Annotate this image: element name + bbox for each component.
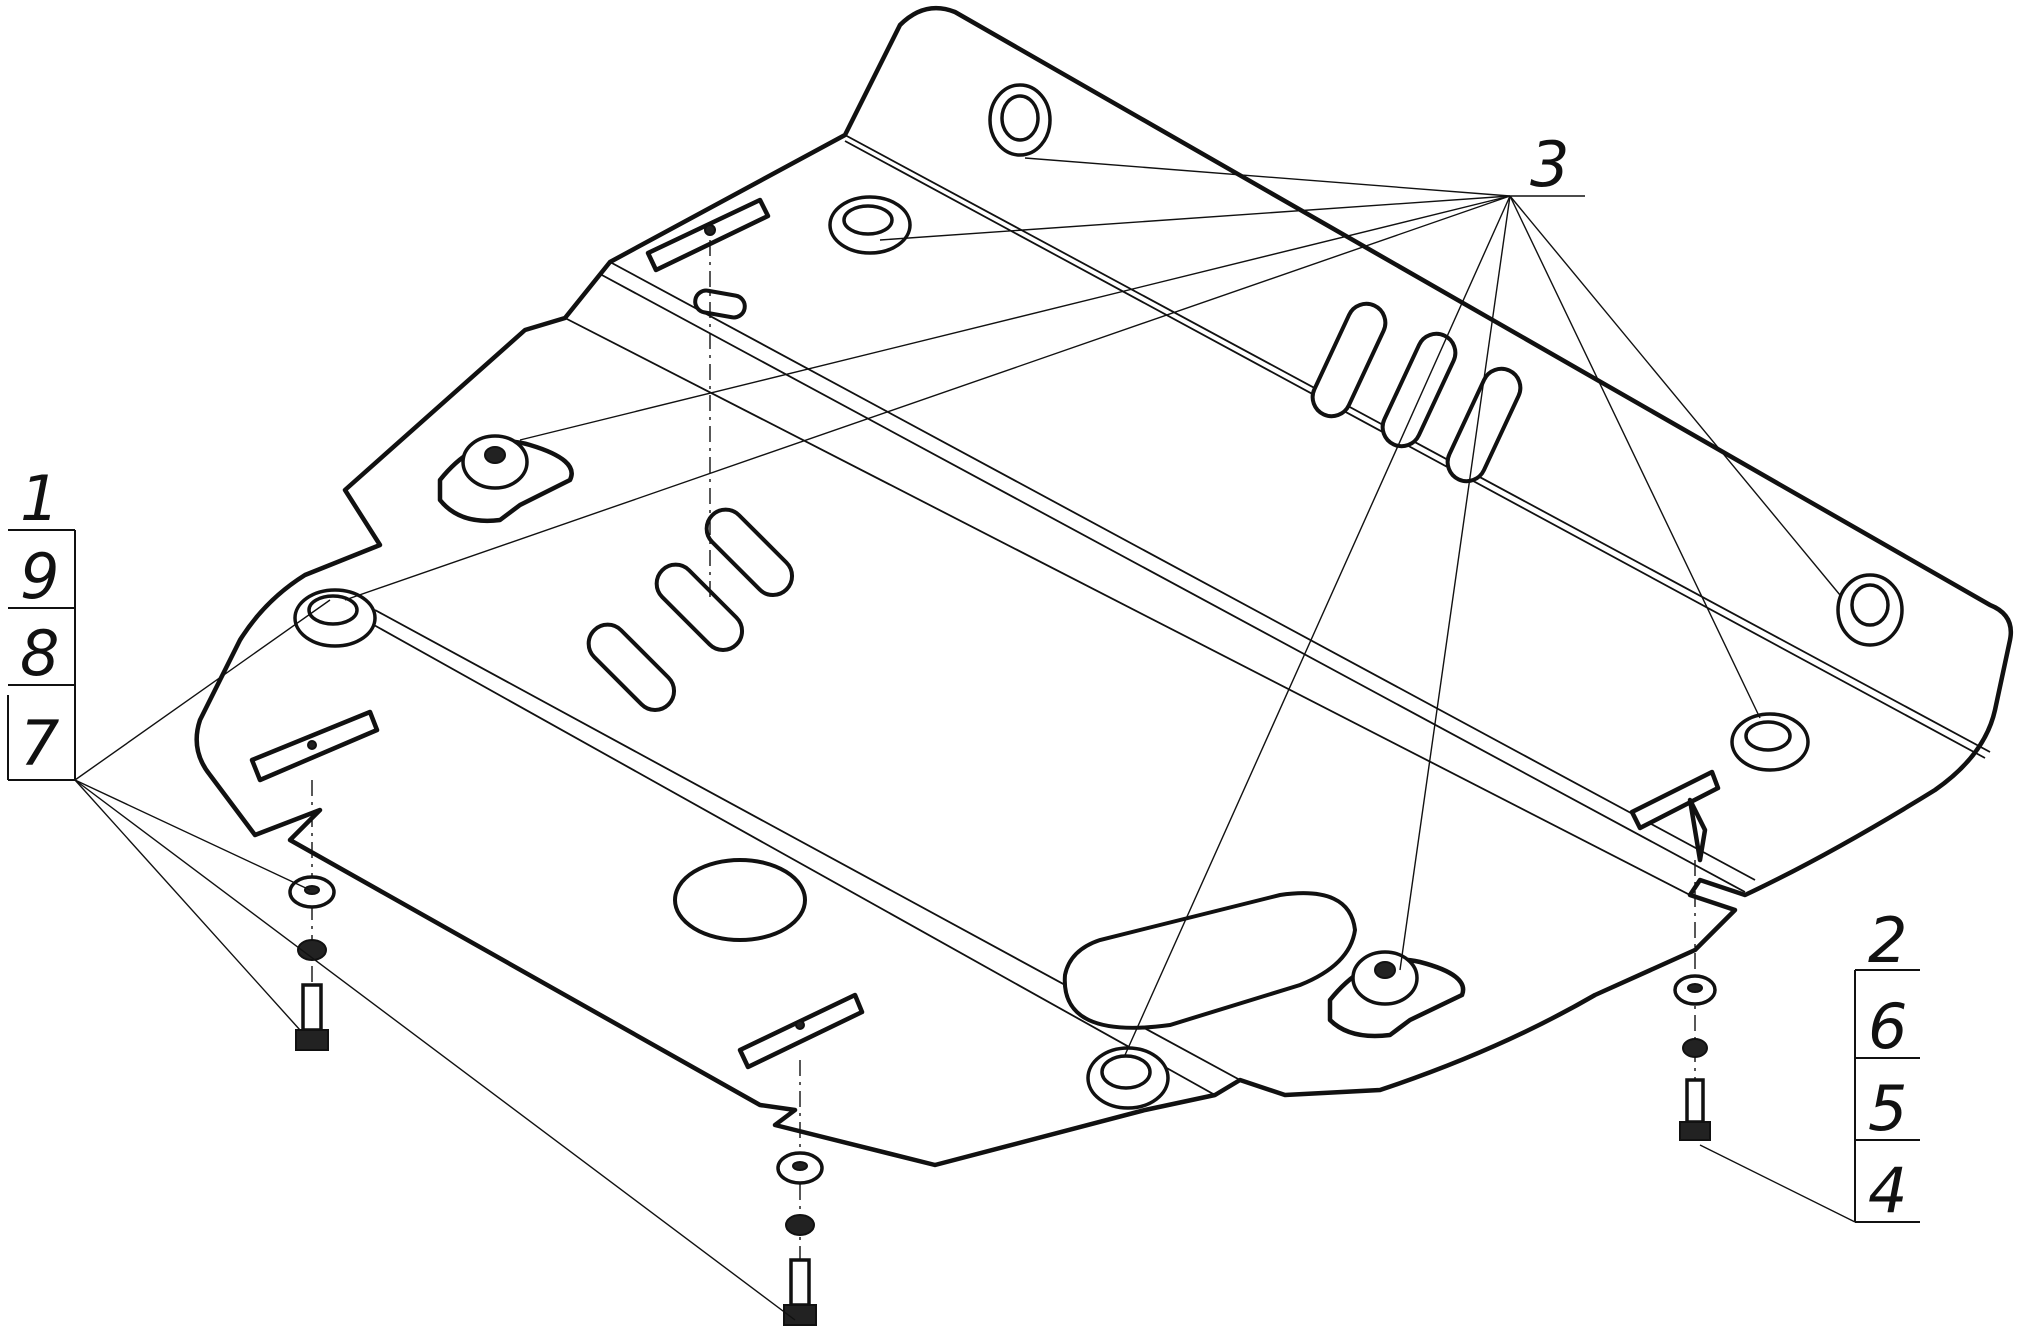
fold-line-1b <box>844 140 1986 759</box>
bracket-right <box>1629 769 1721 863</box>
label-1: 1 <box>20 462 59 535</box>
grommet-6 <box>1086 1046 1170 1110</box>
fastener-bottom <box>776 1151 824 1326</box>
slot-group-center <box>586 288 795 713</box>
drain-hole <box>673 858 807 942</box>
label-7: 7 <box>20 707 59 780</box>
grommet-4 <box>1836 573 1904 647</box>
grommet-5 <box>1730 712 1810 772</box>
fold-line-2 <box>609 261 1756 881</box>
label-6: 6 <box>1868 990 1907 1063</box>
label-9: 9 <box>20 540 59 613</box>
fastener-left <box>288 875 336 1051</box>
label-8: 8 <box>20 617 59 690</box>
fastener-right <box>1673 974 1717 1141</box>
part-number-stack-right: 2 6 5 4 <box>1854 904 1920 1227</box>
nut-bracket-left <box>437 434 574 523</box>
leaders-left-stack <box>74 599 796 1321</box>
large-cutout <box>1062 891 1358 1030</box>
fold-line-4 <box>344 329 526 491</box>
label-3: 3 <box>1530 128 1569 201</box>
label-4: 4 <box>1868 1154 1907 1227</box>
bracket-top-left <box>645 197 771 273</box>
fold-line-1 <box>844 134 1991 753</box>
label-2: 2 <box>1868 904 1907 977</box>
bracket-left <box>249 709 380 783</box>
slot-group-top-right <box>1310 301 1523 484</box>
leaders-right-stack <box>1699 1144 1856 1223</box>
fold-line-2b <box>599 273 1746 893</box>
grommet-2 <box>828 195 912 255</box>
fold-line-3 <box>564 317 1691 896</box>
skid-plate <box>194 5 2014 1168</box>
grommet-3 <box>293 588 377 648</box>
fold-line-5b <box>364 619 1216 1096</box>
grommet-1 <box>988 83 1052 157</box>
part-number-stack-left: 1 9 8 7 <box>7 462 76 781</box>
leaders-callout-3 <box>344 157 1841 1056</box>
bracket-bottom <box>737 992 865 1070</box>
label-5: 5 <box>1868 1072 1907 1145</box>
